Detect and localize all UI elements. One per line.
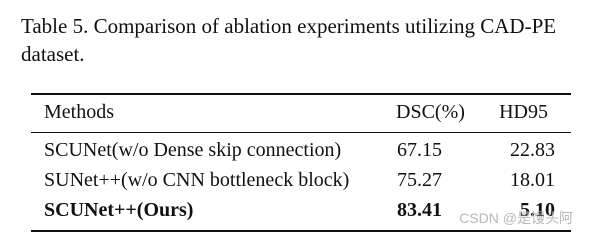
row-dsc: 83.41 [397, 199, 442, 221]
row-dsc: 67.15 [397, 139, 442, 161]
row-hd95: 18.01 [510, 169, 555, 191]
ablation-table: Methods DSC(%) HD95 SCUNet(w/o Dense ski… [31, 93, 571, 232]
row-method: SCUNet++(Ours) [44, 199, 194, 221]
row-dsc: 75.27 [397, 169, 442, 191]
table-row-ours: SCUNet++(Ours) 83.41 5.10 [31, 198, 571, 228]
table-top-rule [31, 93, 571, 95]
table-mid-rule [31, 132, 571, 133]
row-hd95: 5.10 [520, 199, 555, 221]
header-methods: Methods [44, 101, 114, 123]
table-bottom-rule [31, 230, 571, 232]
row-method: SUNet++(w/o CNN bottleneck block) [44, 169, 350, 191]
table-row: SUNet++(w/o CNN bottleneck block) 75.27 … [31, 168, 571, 198]
table-body: SCUNet(w/o Dense skip connection) 67.15 … [31, 133, 571, 230]
watermark-text: CSDN @是馒头阿 [459, 210, 573, 226]
table-header-row: Methods DSC(%) HD95 [31, 95, 571, 132]
row-hd95: 22.83 [510, 139, 555, 161]
table-row: SCUNet(w/o Dense skip connection) 67.15 … [31, 138, 571, 168]
header-dsc: DSC(%) [396, 101, 465, 123]
table-caption: Table 5. Comparison of ablation experime… [21, 14, 557, 66]
row-method: SCUNet(w/o Dense skip connection) [44, 139, 342, 161]
header-hd95: HD95 [499, 101, 548, 123]
